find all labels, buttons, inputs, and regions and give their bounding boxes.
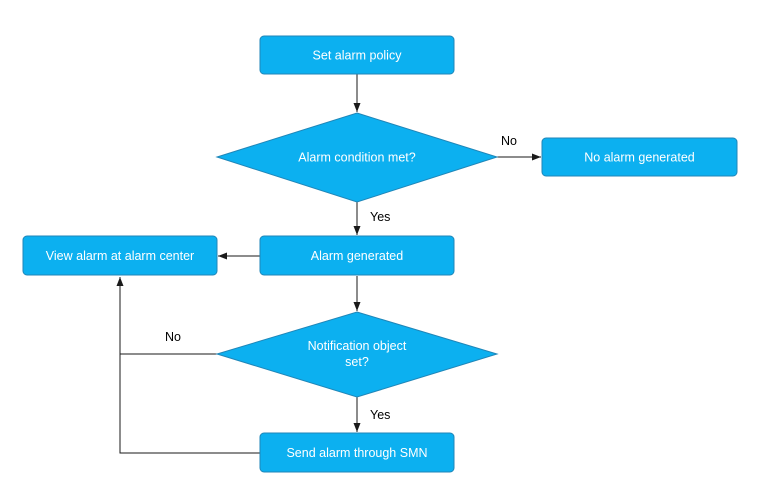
decision-notification-object-label-line2: set? (345, 355, 369, 369)
node-no-alarm-generated-label: No alarm generated (584, 151, 695, 165)
node-no-alarm-generated: No alarm generated (541, 137, 738, 177)
decision-notification-object-label-line1: Notification object (308, 339, 407, 353)
node-view-alarm-center-label: View alarm at alarm center (46, 249, 194, 263)
node-send-alarm-smn-label: Send alarm through SMN (286, 446, 427, 460)
node-alarm-generated: Alarm generated (259, 235, 455, 276)
node-view-alarm-center: View alarm at alarm center (22, 235, 218, 276)
node-send-alarm-smn: Send alarm through SMN (259, 432, 455, 473)
node-set-alarm-policy-label: Set alarm policy (313, 49, 403, 63)
decision-notification-object: Notification object set? (215, 311, 499, 398)
notification-yes-label: Yes (370, 408, 390, 422)
notification-no-label: No (165, 330, 181, 344)
node-alarm-generated-label: Alarm generated (311, 249, 403, 263)
node-set-alarm-policy: Set alarm policy (259, 35, 455, 75)
connectors (116, 74, 541, 454)
decision-alarm-condition-label: Alarm condition met? (298, 151, 415, 165)
decision-alarm-condition: Alarm condition met? (215, 112, 499, 203)
condition-yes-label: Yes (370, 210, 390, 224)
connector-smn-to-view (119, 354, 260, 454)
condition-no-label: No (501, 134, 517, 148)
